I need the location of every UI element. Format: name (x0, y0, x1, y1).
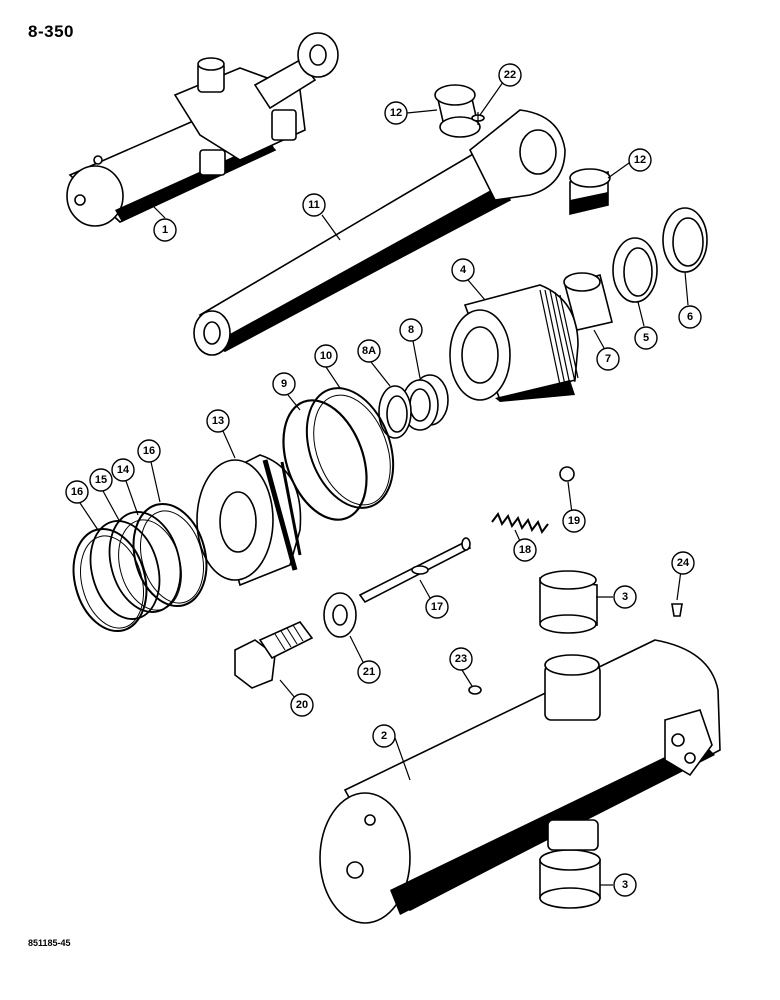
callout-4: 4 (451, 258, 475, 282)
callout-7-label: 7 (605, 353, 611, 365)
callout-13: 13 (206, 409, 230, 433)
seal-part-16-left (72, 527, 148, 633)
callout-9-label: 9 (281, 378, 287, 390)
callout-3-upper: 3 (613, 585, 637, 609)
callout-10: 10 (314, 344, 338, 368)
callout-19-label: 19 (568, 515, 580, 527)
callout-5-label: 5 (643, 332, 649, 344)
grease-fitting-part-22 (471, 112, 485, 125)
callout-24: 24 (671, 551, 695, 575)
callout-21-label: 21 (363, 666, 375, 678)
callout-11: 11 (302, 193, 326, 217)
bushing-part-3-upper (539, 570, 598, 634)
ring-part-8a (378, 385, 412, 439)
piston-rod-part-11 (193, 109, 566, 356)
callout-18: 18 (513, 538, 537, 562)
plug-part-20 (234, 621, 314, 689)
wiper-part-6 (662, 207, 708, 273)
callout-16-left: 16 (65, 480, 89, 504)
callout-2-label: 2 (381, 730, 387, 742)
callout-15: 15 (89, 468, 113, 492)
callout-17-label: 17 (431, 601, 443, 613)
callout-16-right: 16 (137, 439, 161, 463)
callout-22-label: 22 (504, 69, 516, 81)
callout-21: 21 (357, 660, 381, 684)
callout-12-right: 12 (628, 148, 652, 172)
fitting-part-23 (468, 685, 482, 695)
callout-8a: 8A (357, 339, 381, 363)
callout-24-label: 24 (677, 557, 690, 569)
o-ring-part-9 (282, 399, 368, 521)
callout-1-label: 1 (162, 224, 168, 236)
callout-3-lower-label: 3 (622, 879, 628, 891)
callout-8-label: 8 (408, 324, 414, 336)
bushing-part-12-right (569, 168, 611, 216)
cylinder-assembly-part-1 (66, 32, 339, 227)
callout-4-label: 4 (460, 264, 467, 276)
callout-11-label: 11 (308, 199, 320, 211)
callout-19: 19 (562, 509, 586, 533)
callout-8a-label: 8A (362, 345, 376, 357)
callout-8: 8 (399, 318, 423, 342)
cylinder-tube-part-2 (319, 639, 721, 924)
ring-part-5 (612, 237, 658, 303)
callout-17: 17 (425, 595, 449, 619)
cylinder-head-part-4 (449, 284, 579, 402)
backup-ring-part-10 (305, 387, 395, 509)
callout-16-left-label: 16 (71, 486, 83, 498)
callout-3-upper-label: 3 (622, 591, 628, 603)
callout-1: 1 (153, 218, 177, 242)
callout-20-label: 20 (296, 699, 308, 711)
callout-23-label: 23 (455, 653, 467, 665)
ring-part-15 (89, 520, 161, 620)
callout-14-label: 14 (117, 464, 130, 476)
drawing-id: 851185-45 (28, 938, 71, 948)
washer-part-21 (323, 592, 357, 638)
callout-22: 22 (498, 63, 522, 87)
callout-3-lower: 3 (613, 873, 637, 897)
check-valve-stem-part-17 (358, 537, 472, 604)
callout-20: 20 (290, 693, 314, 717)
fitting-part-24 (671, 603, 683, 617)
callout-6-label: 6 (687, 311, 693, 323)
callout-14: 14 (111, 458, 135, 482)
callout-13-label: 13 (212, 415, 224, 427)
page-number: 8-350 (28, 22, 74, 41)
callout-6: 6 (678, 305, 702, 329)
callout-5: 5 (634, 326, 658, 350)
callout-10-label: 10 (320, 350, 332, 362)
leader-lines (79, 74, 689, 886)
bushing-part-7 (563, 272, 613, 331)
seal-part-16-right (132, 502, 208, 608)
ball-part-19 (559, 466, 575, 482)
callout-9: 9 (272, 372, 296, 396)
callout-7: 7 (596, 347, 620, 371)
callout-2: 2 (372, 724, 396, 748)
callout-16-right-label: 16 (143, 445, 155, 457)
callout-15-label: 15 (95, 474, 107, 486)
callout-18-label: 18 (519, 544, 531, 556)
spring-part-18 (491, 511, 549, 535)
callout-12-left: 12 (384, 101, 408, 125)
callout-12-right-label: 12 (634, 154, 646, 166)
bushing-part-12-upper (434, 84, 481, 138)
bushing-part-3-lower (539, 849, 601, 909)
callout-12-left-label: 12 (390, 107, 402, 119)
piston-part-13 (196, 454, 302, 587)
callout-23: 23 (449, 647, 473, 671)
